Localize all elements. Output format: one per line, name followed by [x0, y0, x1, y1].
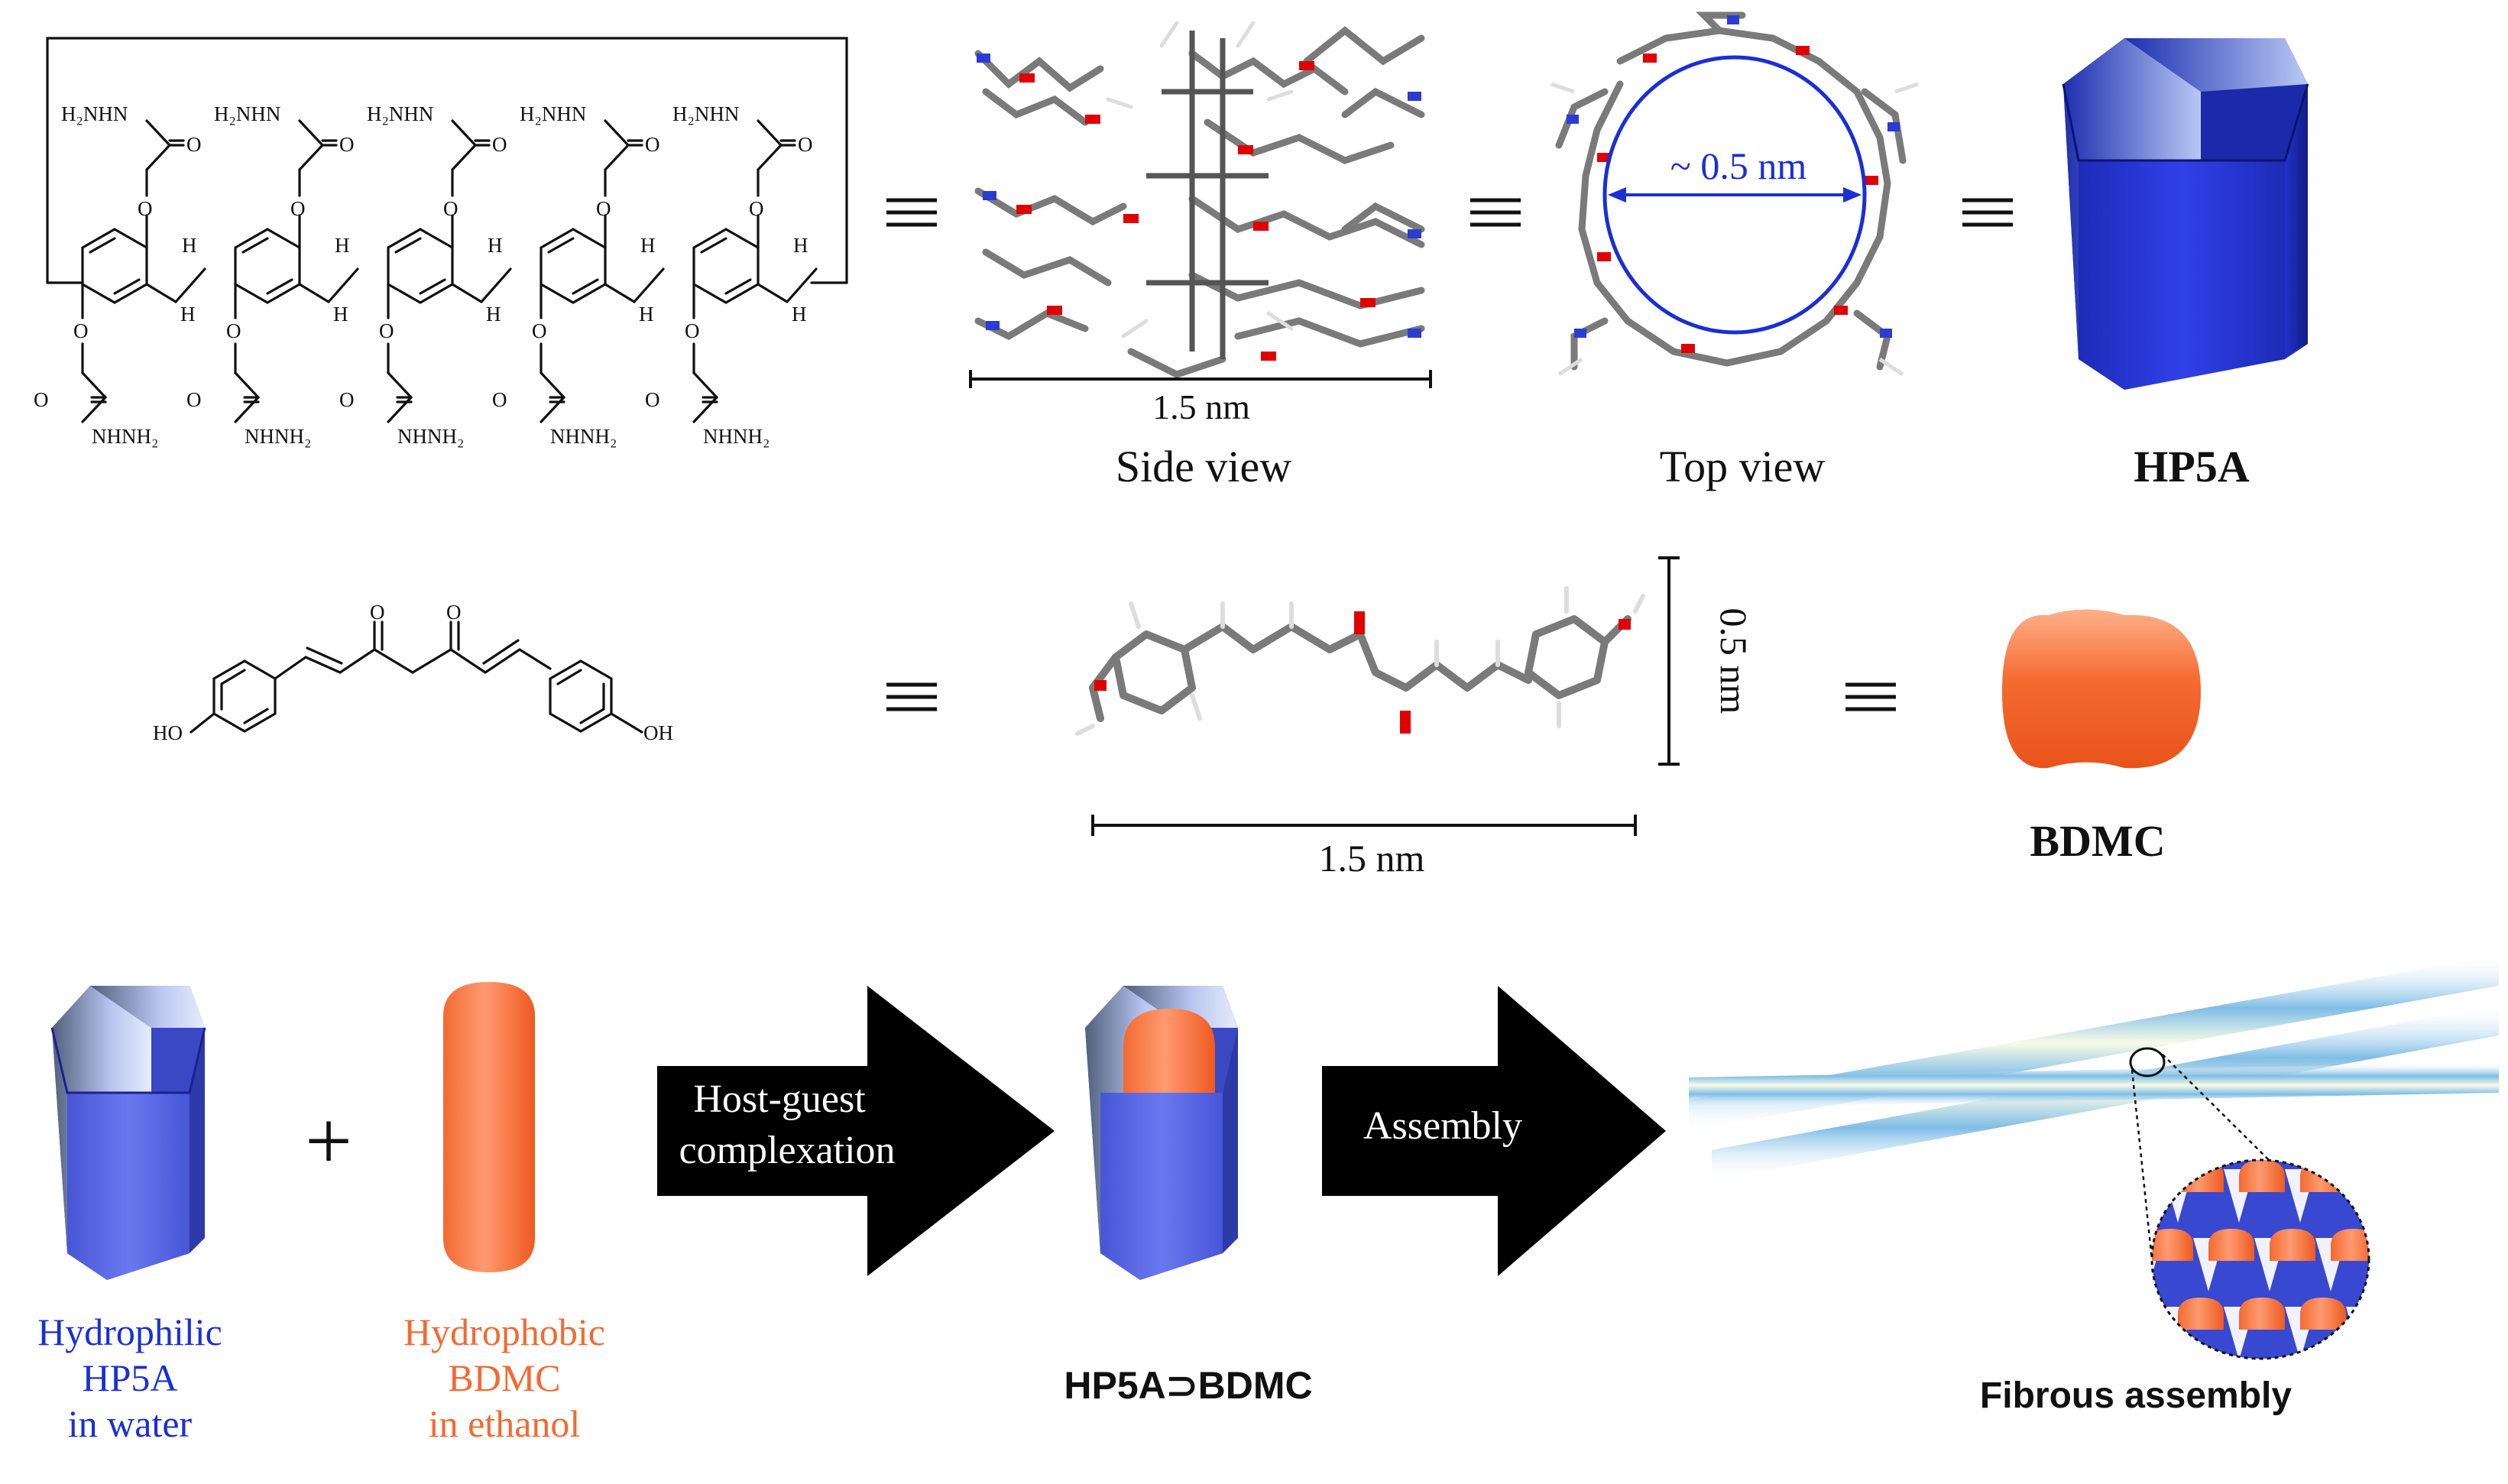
svg-text:O: O — [34, 388, 49, 411]
zoom-circle-icon — [2150, 1158, 2370, 1360]
hydrophobic-guest-capsule-icon — [443, 982, 535, 1272]
arrowhead-right-icon — [1843, 187, 1862, 203]
side-view-caption: Side view — [1116, 442, 1291, 491]
assembly-arrow-label: Assembly — [1363, 1104, 1522, 1148]
complex-label: HP5A⊃BDMC — [1064, 1364, 1312, 1407]
equivalence-icon — [1962, 198, 2013, 227]
bdmc-width-scale-bar — [1658, 556, 1680, 766]
hydrophilic-host-prism-icon — [50, 986, 206, 1280]
svg-text:O: O — [73, 319, 89, 342]
cavity-circle — [1602, 55, 1867, 335]
equivalence-icon — [1470, 198, 1521, 227]
svg-text:HO: HO — [153, 721, 183, 744]
bdmc-length-label: 1.5 nm — [1319, 837, 1425, 880]
complexation-arrow-icon — [657, 986, 1055, 1276]
bdmc-length-scale-bar — [1091, 815, 1637, 836]
svg-text:NHNH₂: NHNH₂ — [92, 425, 158, 448]
fibrous-assembly-icon — [1689, 955, 2499, 1260]
svg-text:O: O — [138, 197, 153, 220]
svg-text:H₂NHN: H₂NHN — [61, 102, 128, 125]
complexation-arrow-line1: Host-guest — [693, 1077, 866, 1121]
svg-text:OH: OH — [643, 721, 673, 744]
equivalence-icon — [886, 198, 937, 227]
bdmc-3d-model — [1075, 586, 1645, 736]
svg-text:O: O — [446, 601, 462, 624]
complexation-arrow-line2: complexation — [679, 1129, 895, 1172]
svg-text:H: H — [182, 234, 197, 257]
side-view-scale-label: 1.5 nm — [1152, 387, 1250, 426]
bdmc-capsule-icon — [2002, 609, 2201, 769]
svg-text:O: O — [186, 133, 202, 156]
host-label-line2: HP5A — [82, 1356, 177, 1399]
hp5a-prism-icon — [2062, 38, 2309, 390]
host-label-line3: in water — [68, 1402, 193, 1445]
bdmc-caption: BDMC — [2030, 816, 2165, 866]
plus-sign: + — [305, 1094, 352, 1188]
zoom-origin-circle — [2129, 1047, 2166, 1077]
svg-text:O: O — [370, 601, 385, 624]
equivalence-icon — [886, 682, 937, 711]
hp5a-side-view-model — [974, 21, 1425, 378]
bdmc-structure: HO O O OH — [153, 601, 673, 744]
guest-label-line1: Hydrophobic — [403, 1311, 605, 1353]
host-label-line1: Hydrophilic — [37, 1311, 222, 1353]
hp5a-structure: O O H₂NHN O O NHNH₂ H H — [34, 37, 848, 449]
guest-label-line3: in ethanol — [429, 1402, 581, 1445]
guest-label-line2: BDMC — [448, 1356, 560, 1399]
svg-text:H: H — [180, 303, 196, 326]
host-guest-complex-icon — [1085, 986, 1238, 1280]
hp5a-caption: HP5A — [2134, 442, 2250, 491]
top-view-caption: Top view — [1660, 442, 1826, 491]
hp5a-top-view-model — [1550, 11, 1919, 377]
side-view-scale-bar — [969, 370, 1432, 388]
fibrous-assembly-label: Fibrous assembly — [1980, 1375, 2292, 1416]
hp5a-repeat-unit: O O H₂NHN O O NHNH₂ H H — [34, 102, 206, 448]
bdmc-width-label: 0.5 nm — [1713, 608, 1755, 714]
assembly-arrow-icon — [1322, 986, 1666, 1276]
cavity-diameter-label: ~ 0.5 nm — [1670, 144, 1807, 187]
arrowhead-left-icon — [1608, 187, 1626, 203]
equivalence-icon — [1845, 682, 1896, 711]
